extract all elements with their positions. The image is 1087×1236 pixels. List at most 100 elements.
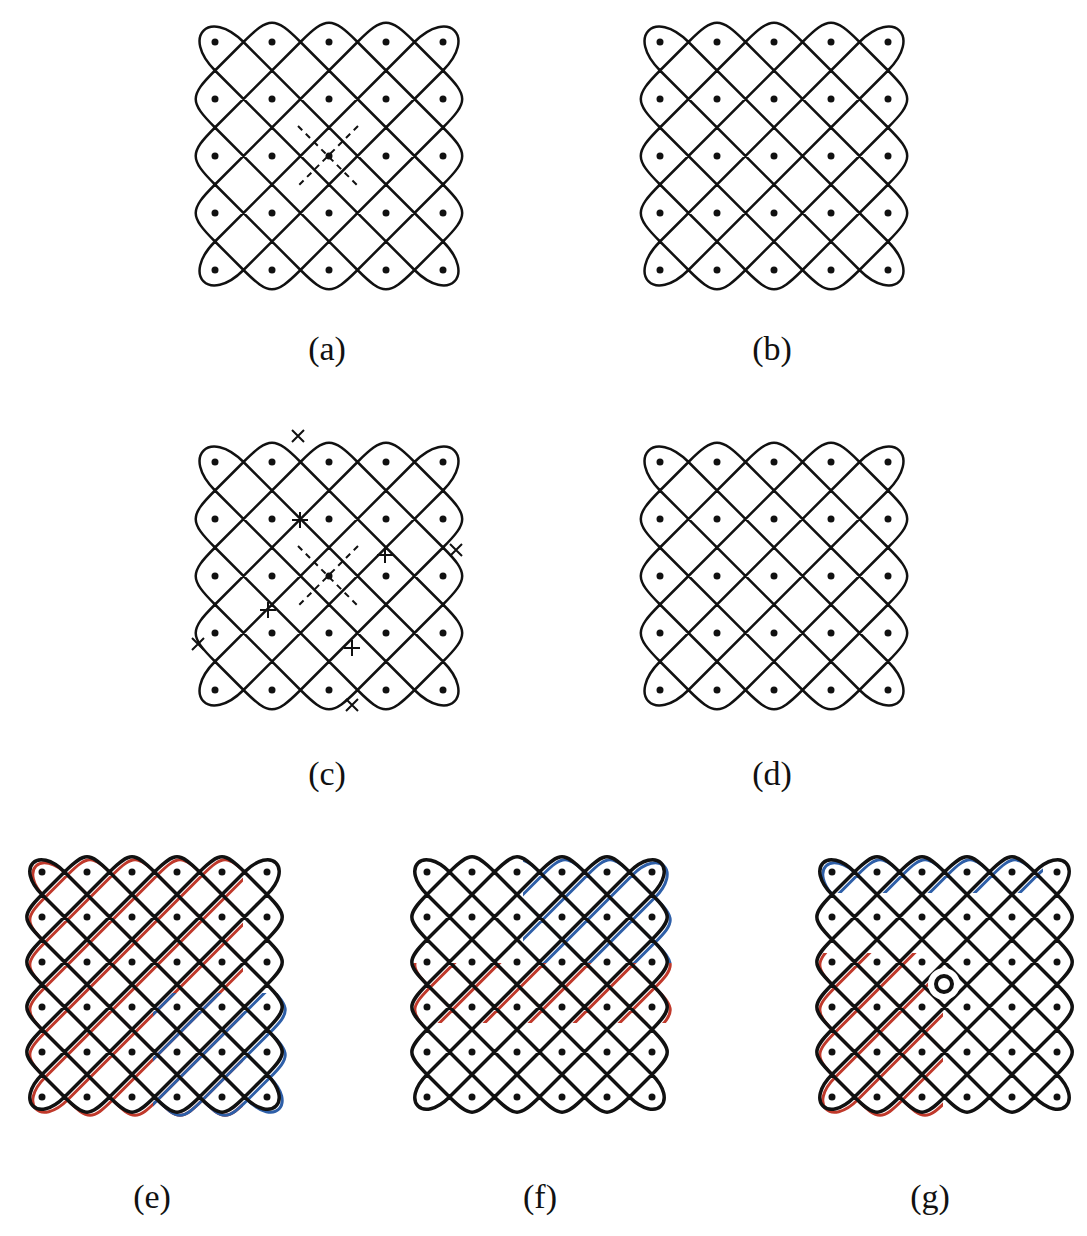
- kolam-dot: [269, 267, 276, 274]
- kolam-dot: [874, 1049, 881, 1056]
- kolam-dot: [174, 959, 181, 966]
- kolam-dot: [885, 630, 892, 637]
- kolam-dot: [559, 869, 566, 876]
- kolam-dot: [714, 153, 721, 160]
- kolam-dot: [383, 210, 390, 217]
- kolam-dot: [424, 869, 431, 876]
- kolam-dot: [829, 1049, 836, 1056]
- kolam-dot: [212, 153, 219, 160]
- kolam-dot: [514, 1004, 521, 1011]
- kolam-dot: [440, 96, 447, 103]
- kolam-line: [817, 857, 1072, 1112]
- cross-mark: [346, 699, 358, 711]
- kolam-dot: [269, 210, 276, 217]
- kolam-dot: [269, 96, 276, 103]
- kolam-dot: [559, 1004, 566, 1011]
- kolam-dot: [964, 1004, 971, 1011]
- kolam-dot: [657, 153, 664, 160]
- kolam-dot: [604, 1049, 611, 1056]
- kolam-dot: [771, 573, 778, 580]
- kolam-dot: [828, 687, 835, 694]
- kolam-dot: [440, 573, 447, 580]
- kolam-dot: [771, 153, 778, 160]
- kolam-dot: [269, 630, 276, 637]
- kolam-dot: [39, 1004, 46, 1011]
- kolam-dot: [604, 914, 611, 921]
- kolam-dot: [440, 267, 447, 274]
- cross-mark: [292, 430, 304, 442]
- kolam-dot: [212, 630, 219, 637]
- kolam-dot: [269, 687, 276, 694]
- kolam-dot: [219, 914, 226, 921]
- kolam-dot: [874, 959, 881, 966]
- kolam-dot: [714, 96, 721, 103]
- kolam-dot: [440, 459, 447, 466]
- kolam-dot: [269, 516, 276, 523]
- kolam-dot: [657, 459, 664, 466]
- kolam-dot: [771, 39, 778, 46]
- kolam-dot: [129, 869, 136, 876]
- kolam-dot: [771, 459, 778, 466]
- kolam-dot: [1054, 1094, 1061, 1101]
- kolam-dot: [1054, 1049, 1061, 1056]
- kolam-dot: [269, 39, 276, 46]
- kolam-dot: [604, 869, 611, 876]
- kolam-dot: [469, 959, 476, 966]
- kolam-dot: [885, 687, 892, 694]
- kolam-dot: [649, 914, 656, 921]
- kolam-dot: [84, 869, 91, 876]
- kolam-dot: [264, 869, 271, 876]
- kolam-dot: [919, 1094, 926, 1101]
- kolam-dot: [885, 210, 892, 217]
- kolam-dot: [964, 869, 971, 876]
- kolam-dot: [657, 573, 664, 580]
- kolam-dot: [714, 39, 721, 46]
- kolam-dot: [212, 573, 219, 580]
- kolam-dot: [212, 267, 219, 274]
- kolam-dot: [219, 869, 226, 876]
- kolam-line: [27, 857, 282, 1112]
- kolam-dot: [129, 914, 136, 921]
- kolam-dot: [39, 1049, 46, 1056]
- kolam-dot: [649, 869, 656, 876]
- kolam-dot: [212, 687, 219, 694]
- kolam-dot: [264, 1094, 271, 1101]
- kolam-line: [196, 443, 462, 709]
- kolam-dot: [649, 959, 656, 966]
- kolam-dot: [964, 1094, 971, 1101]
- kolam-dot: [269, 573, 276, 580]
- kolam-dot: [383, 96, 390, 103]
- kolam-dot: [1054, 869, 1061, 876]
- kolam-dot: [383, 153, 390, 160]
- kolam-dot: [919, 959, 926, 966]
- kolam-dot: [424, 1094, 431, 1101]
- dashed-cut: [298, 546, 358, 606]
- kolam-dot: [383, 459, 390, 466]
- kolam-dot: [174, 914, 181, 921]
- kolam-dot: [212, 39, 219, 46]
- kolam-dot: [829, 959, 836, 966]
- kolam-dot: [326, 267, 333, 274]
- kolam-dot: [649, 1094, 656, 1101]
- kolam-dot: [84, 1049, 91, 1056]
- kolam-dot: [174, 1049, 181, 1056]
- kolam-dot: [829, 1004, 836, 1011]
- kolam-dot: [1009, 1049, 1016, 1056]
- ring-ground: [928, 968, 960, 1000]
- kolam-dot: [440, 687, 447, 694]
- kolam-dot: [84, 1094, 91, 1101]
- kolam-line: [196, 23, 462, 289]
- kolam-dot: [604, 1004, 611, 1011]
- kolam-dot: [212, 459, 219, 466]
- kolam-dot: [424, 1004, 431, 1011]
- kolam-dot: [129, 1049, 136, 1056]
- kolam-dot: [424, 1049, 431, 1056]
- kolam-dot: [212, 96, 219, 103]
- kolam-dot: [828, 96, 835, 103]
- kolam-dot: [874, 869, 881, 876]
- kolam-dot: [469, 1004, 476, 1011]
- kolam-dot: [174, 869, 181, 876]
- kolam-dot: [771, 687, 778, 694]
- kolam-dot: [84, 959, 91, 966]
